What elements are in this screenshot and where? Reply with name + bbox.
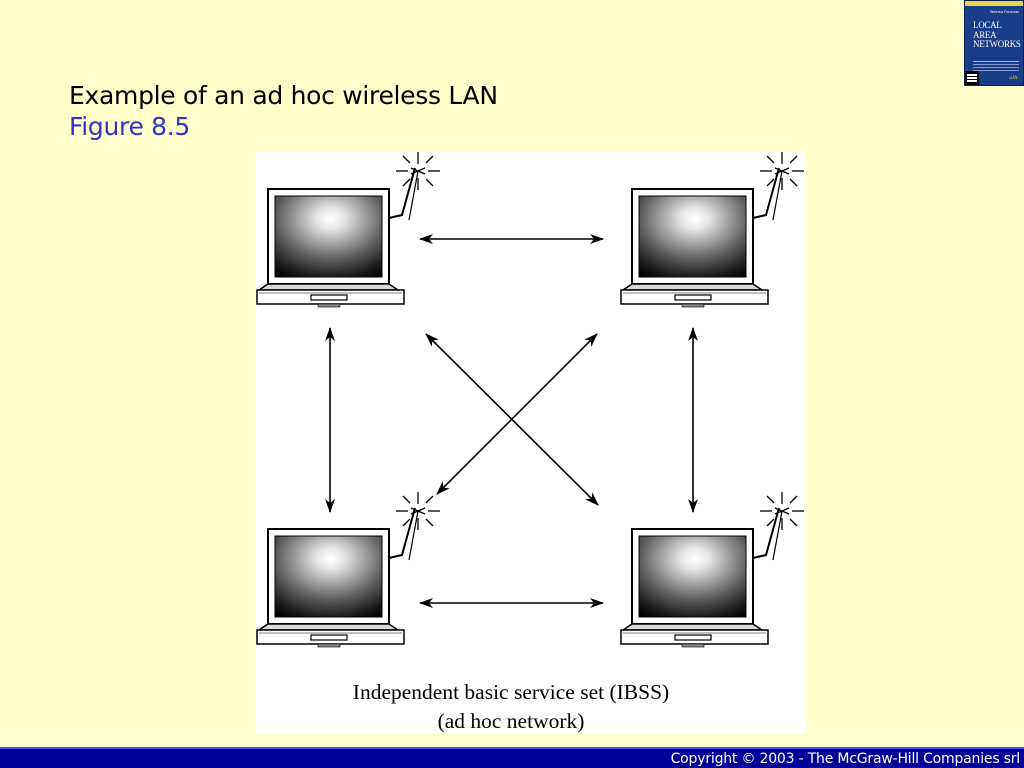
link-arrow-diagonal-up [436, 333, 598, 495]
publisher-logo-icon [965, 71, 979, 85]
book-cover-thumbnail: Behrouz Forouzan LOCAL AREA NETWORKS aJA [964, 0, 1024, 86]
ibss-diagram-drawing [256, 152, 805, 648]
title-block: Example of an ad hoc wireless LAN Figure… [69, 80, 498, 142]
diagram-caption-line-1: Independent basic service set (IBSS) [352, 680, 670, 704]
book-cover-fine-print [973, 61, 1019, 71]
diagram-caption: Independent basic service set (IBSS) (ad… [256, 678, 766, 736]
figure-label: Figure 8.5 [69, 112, 191, 141]
book-cover-badge: aJA [1009, 76, 1017, 81]
laptop-station-top-right [620, 152, 805, 308]
book-cover-author: Behrouz Forouzan [990, 10, 1019, 14]
book-cover-title-line: NETWORKS [973, 39, 1021, 49]
laptop-station-top-left [256, 152, 441, 308]
laptop-station-bottom-left [256, 491, 441, 648]
book-cover-title: LOCAL AREA NETWORKS [973, 20, 1023, 50]
book-cover-title-line: LOCAL [973, 20, 1002, 30]
ibss-diagram: Independent basic service set (IBSS) (ad… [256, 152, 806, 734]
diagram-caption-line-2: (ad hoc network) [437, 709, 585, 733]
footer-bar: Copyright © 2003 - The McGraw-Hill Compa… [0, 747, 1024, 768]
laptop-station-bottom-right [620, 491, 805, 648]
book-cover-title-line: AREA [973, 29, 997, 40]
slide-title: Example of an ad hoc wireless LAN [69, 81, 498, 110]
book-cover-stripe [965, 1, 1023, 6]
copyright-text: Copyright © 2003 - The McGraw-Hill Compa… [670, 751, 1021, 767]
